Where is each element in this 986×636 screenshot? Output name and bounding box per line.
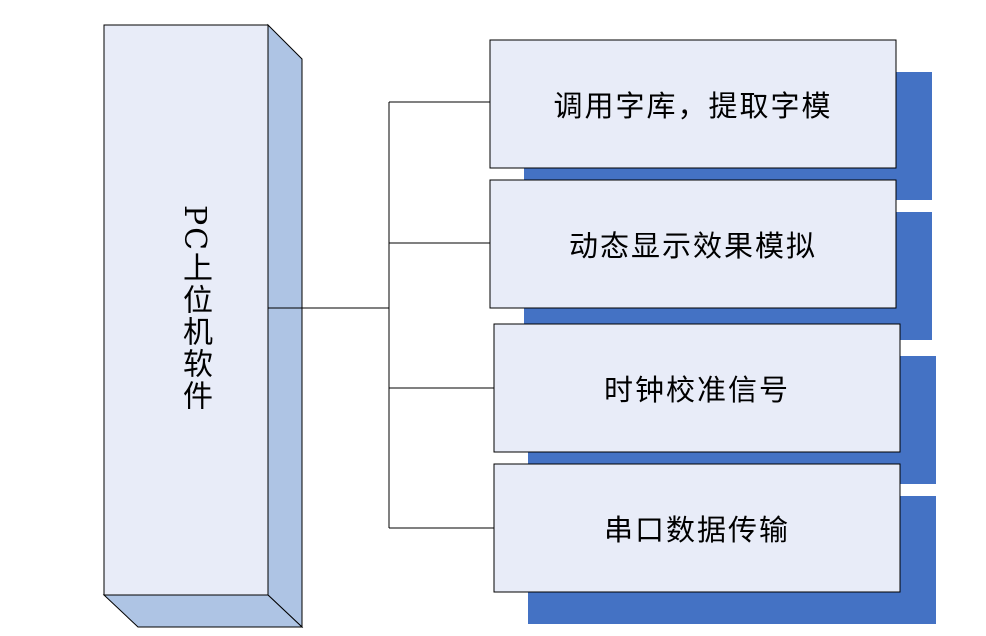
module-box-2 [489,179,897,309]
main-block-front [103,24,269,596]
module-label-serial-transfer: 串口数据传输 [603,513,790,547]
main-block-side [267,23,303,629]
module-label-clock-sync: 时钟校准信号 [603,373,790,407]
module-label-display-sim: 动态显示效果模拟 [568,229,817,263]
module-box-3 [493,323,901,453]
main-block-label: PC上位机软件 [177,205,212,413]
module-box-4 [493,463,901,593]
module-label-font-extract: 调用字库，提取字模 [553,89,833,123]
module-box-1 [489,39,897,169]
main-block-bottom [102,594,304,628]
